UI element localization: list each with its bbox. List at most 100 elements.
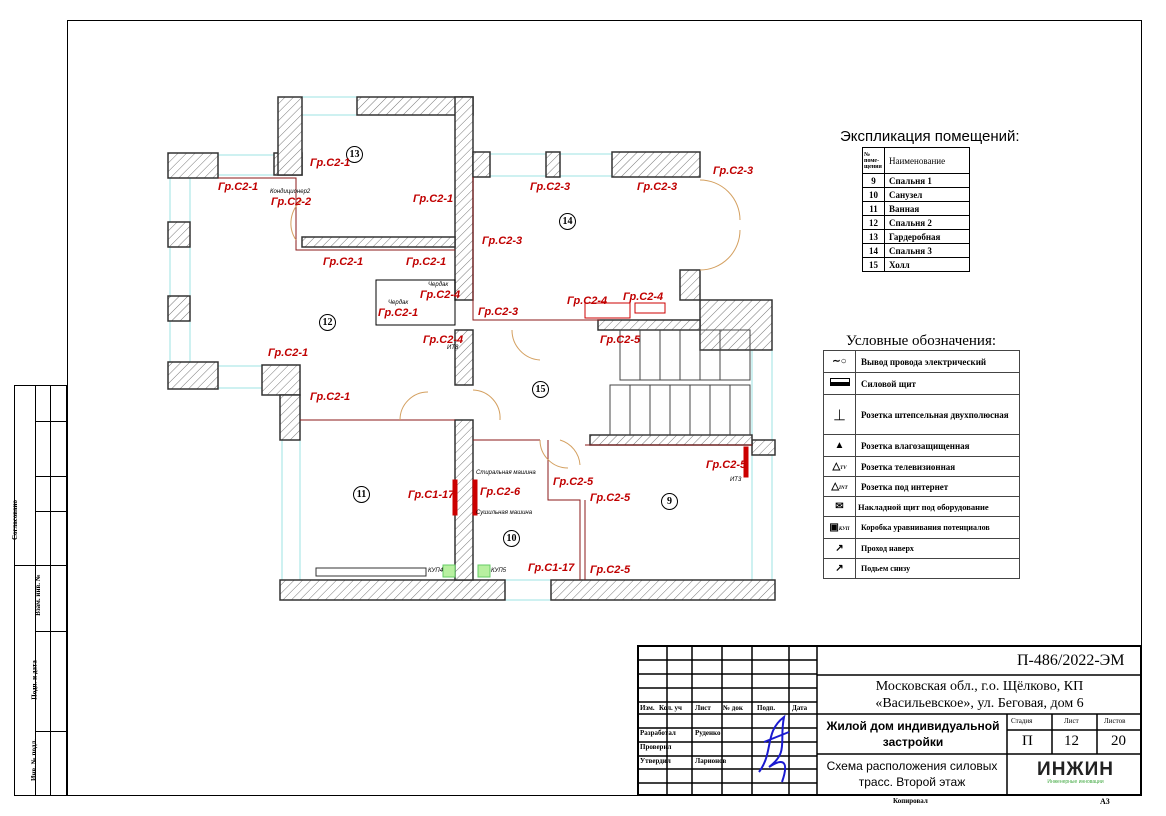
pass-up-icon: ↗	[823, 538, 856, 559]
side-stamp: Согласовано Взам. инв. № Подп. и дата Ин…	[11, 385, 67, 796]
attic-label: Чердак	[388, 300, 409, 306]
sheets-value: 20	[1111, 733, 1126, 749]
walls	[167, 96, 776, 601]
circuit-label: Гр.С2-4	[423, 334, 464, 346]
tv-socket-icon: △TV	[823, 456, 856, 477]
copied-label: Копировал	[893, 797, 928, 805]
stairs	[609, 329, 751, 436]
circuit-label: Гр.С2-5	[590, 564, 631, 576]
circuit-label: Гр.С2-3	[637, 181, 678, 193]
explication-title: Экспликация помещений:	[840, 128, 1020, 145]
internet-socket-icon: △INT	[823, 476, 856, 497]
rise-from-below-icon: ↗	[823, 558, 856, 579]
circuit-label: Гр.С2-1	[310, 157, 351, 169]
signature	[758, 714, 790, 783]
room-number: 14	[559, 213, 576, 230]
socket-icon: ⏊	[823, 394, 856, 435]
col-name: Наименование	[884, 147, 970, 174]
circuit-label: Гр.С2-1	[323, 256, 364, 268]
header-izm: Изм.	[640, 704, 655, 712]
doors	[290, 179, 741, 469]
circuit-label: Гр.С2-3	[478, 306, 519, 318]
attic-label: Чердак	[428, 282, 449, 288]
person: Руденко	[695, 729, 721, 737]
equipment-label: Кондиционер2	[270, 189, 311, 195]
header-doc: № док	[723, 704, 743, 712]
project-name: Жилой дом индивидуальной застройки	[826, 719, 1000, 749]
legend-title: Условные обозначения:	[846, 333, 997, 349]
circuit-label: Гр.С2-2	[271, 196, 312, 208]
circuit-label: Гр.С2-1	[268, 347, 309, 359]
circuit-label: Гр.С2-4	[623, 291, 664, 303]
sheets-label: Листов	[1104, 717, 1126, 725]
circuit-label: Гр.С2-1	[218, 181, 259, 193]
role: Разработал	[640, 729, 676, 737]
equipment-label: Сушильная машина	[476, 510, 533, 516]
circuit-label: Гр.С1-17	[408, 489, 455, 501]
room-number: 15	[532, 381, 549, 398]
drawing-title: Схема расположения силовых трасс. Второй…	[826, 759, 998, 789]
drawing-frame	[67, 20, 1142, 796]
title-block: Изм. Кол. уч Лист № док Подп. Дата Разра…	[637, 645, 1142, 796]
title-block-grid	[639, 647, 1142, 796]
circuit-label: Гр.С2-4	[420, 289, 461, 301]
col-no: № поме-щения	[862, 147, 885, 174]
circuit-label: Гр.С2-3	[530, 181, 571, 193]
bathtub	[315, 567, 427, 577]
outlet-label: ИТ8	[447, 345, 459, 351]
doc-number: П-486/2022-ЭМ	[1017, 652, 1125, 669]
room-number: 13	[346, 146, 363, 163]
circuit-label: Гр.С2-1	[310, 391, 351, 403]
sheet-value: 12	[1064, 733, 1079, 749]
waterproof-socket-icon: ▲	[823, 434, 856, 457]
circuit-label: Гр.С2-5	[553, 476, 594, 488]
circuit-label: Гр.С2-5	[706, 459, 747, 471]
wire-outlet-icon: ∼○	[823, 350, 856, 373]
company-logo: ИНЖИН Инженерные инновации	[1037, 759, 1114, 785]
circuit-label: Гр.С2-5	[590, 492, 631, 504]
circuit-label: Гр.С2-6	[480, 486, 521, 498]
circuit-label: Гр.С1-17	[528, 562, 575, 574]
kup-label: КУП4	[428, 568, 444, 574]
sheet-label: Лист	[1064, 717, 1079, 725]
equipment-label: Стиральная машина	[476, 470, 536, 476]
room-number: 11	[353, 486, 370, 503]
header-list: Лист	[695, 704, 711, 712]
stage-value: П	[1022, 733, 1033, 749]
circuit-label: Гр.С2-5	[600, 334, 641, 346]
address: Московская обл., г.о. Щёлково, КП«Василь…	[875, 679, 1084, 711]
outlet-label: ИТ3	[730, 477, 742, 483]
circuit-label: Гр.С2-3	[482, 235, 523, 247]
header-kol: Кол. уч	[659, 704, 683, 712]
circuit-label: Гр.С2-1	[406, 256, 447, 268]
role: Утвердил	[640, 757, 671, 765]
sockets	[452, 302, 749, 516]
room-number: 9	[661, 493, 678, 510]
room-number: 12	[319, 314, 336, 331]
circuit-label: Гр.С2-1	[413, 193, 454, 205]
header-date: Дата	[792, 704, 808, 712]
potential-boxes	[442, 564, 491, 578]
legend-table: ∼○Вывод провода электрический Силовой щи…	[823, 350, 1020, 579]
cable-routes	[218, 177, 752, 580]
attic-box	[375, 279, 456, 326]
circuit-label: Гр.С2-4	[567, 295, 608, 307]
kup-label: КУП5	[491, 568, 507, 574]
room-number: 10	[503, 530, 520, 547]
potential-box-icon: ▣КУП	[823, 516, 856, 539]
person: Ларионов	[695, 757, 727, 765]
stage-label: Стадия	[1011, 717, 1033, 725]
circuit-label: Гр.С2-1	[378, 307, 419, 319]
header-sign: Подп.	[757, 704, 776, 712]
power-panel-icon	[823, 372, 856, 395]
format-label: А3	[1100, 797, 1110, 806]
